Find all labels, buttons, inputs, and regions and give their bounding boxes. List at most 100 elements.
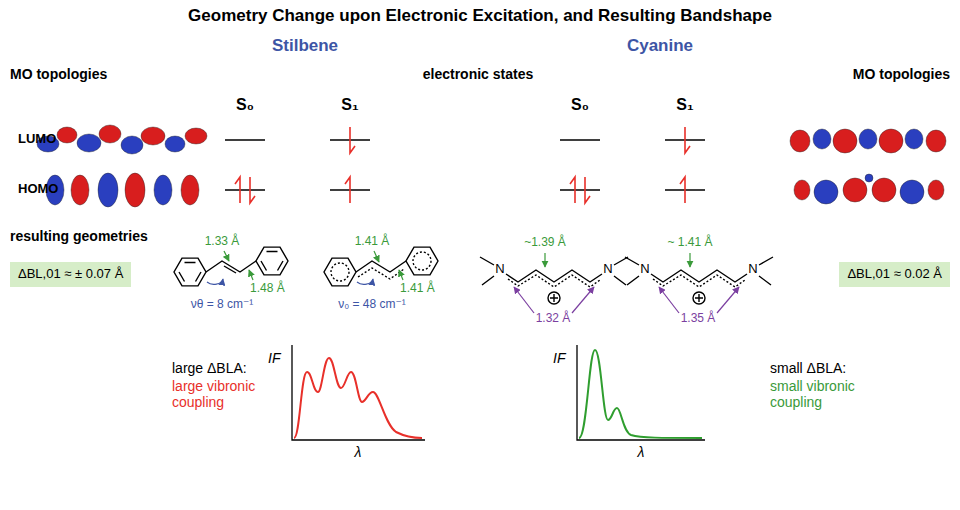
electron-spins xyxy=(570,177,590,203)
stilbene-molecule xyxy=(179,263,201,282)
mo-lobes xyxy=(926,130,946,152)
cyanine-molecule xyxy=(550,294,558,302)
stilbene-molecule xyxy=(358,268,404,279)
stilbene-molecule xyxy=(413,252,431,270)
mo-lobes xyxy=(99,125,121,143)
bond-leader xyxy=(572,287,594,313)
mo-lobes xyxy=(879,129,903,153)
stilbene-molecule xyxy=(406,247,438,275)
mo-lobes xyxy=(165,136,185,152)
bond-leader xyxy=(399,270,403,280)
bla-box: ΔBL,01 ≈ 0.02 Å xyxy=(839,262,950,287)
axis-label: λ xyxy=(638,444,645,460)
torsion-frequency: νθ = 8 cm⁻¹ xyxy=(191,298,254,312)
column-heading: Cyanine xyxy=(627,36,693,56)
mo-lobes xyxy=(185,128,207,144)
electron-spins xyxy=(235,177,255,203)
spectrum-axes xyxy=(577,345,705,440)
row-heading: MO topologies xyxy=(10,66,107,82)
cyanine-molecule xyxy=(506,270,602,282)
bond-length: ~1.39 Å xyxy=(524,236,566,250)
energy-levels xyxy=(225,140,705,190)
mo-lobes xyxy=(71,175,89,205)
bond-length: ~ 1.41 Å xyxy=(667,236,712,250)
atom-label: N xyxy=(495,262,504,277)
bond-leader xyxy=(374,251,379,262)
mo-lobes xyxy=(814,180,838,204)
mo-lobes xyxy=(905,129,923,149)
cyanine-molecule xyxy=(625,257,773,285)
cyanine-molecule xyxy=(508,275,600,287)
stilbene-molecule xyxy=(261,252,283,271)
bla-note: small ΔBLA: xyxy=(770,360,846,376)
bond-length: 1.41 Å xyxy=(355,235,390,249)
coupling-note: small vibronic coupling xyxy=(770,378,878,410)
bond-leader xyxy=(514,287,534,313)
mo-lobes xyxy=(37,125,207,207)
cyanine-molecule xyxy=(651,270,747,282)
mo-lobes xyxy=(121,136,143,154)
diagram-title: Geometry Change upon Electronic Excitati… xyxy=(188,6,772,26)
orbital-label: HOMO xyxy=(18,182,58,197)
axis-label: λ xyxy=(355,444,362,460)
bla-box: ΔBL,01 ≈ ± 0.07 Å xyxy=(10,262,131,287)
bond-leader xyxy=(545,253,690,267)
mo-lobes xyxy=(900,180,924,204)
bond-leader xyxy=(249,270,253,280)
atom-label: N xyxy=(748,262,757,277)
cyanine-molecule xyxy=(695,294,703,302)
column-heading: Stilbene xyxy=(272,36,338,56)
bond-leader xyxy=(659,287,679,313)
electron-spins xyxy=(345,127,355,203)
spectrum-axes xyxy=(292,345,425,440)
cyanine-molecule xyxy=(480,257,628,285)
axis-label: IF xyxy=(553,350,565,366)
electron-spins xyxy=(235,127,690,203)
orbital-label: LUMO xyxy=(18,132,56,147)
bond-leader xyxy=(717,287,739,313)
electron-spins xyxy=(680,127,690,203)
bond-leader xyxy=(224,251,229,261)
spectrum-curve xyxy=(579,350,702,438)
bond-length: 1.48 Å xyxy=(250,282,285,296)
bond-length: 1.33 Å xyxy=(205,235,240,249)
mo-lobes xyxy=(794,180,810,200)
stilbene-molecule xyxy=(174,258,206,286)
mo-lobes xyxy=(77,134,101,152)
mo-lobes xyxy=(865,174,873,182)
mo-lobes xyxy=(57,127,77,143)
row-heading: electronic states xyxy=(423,66,534,82)
bond-length: 1.41 Å xyxy=(400,282,435,296)
mo-lobes xyxy=(833,129,857,153)
mo-lobes xyxy=(141,127,165,145)
mo-lobes xyxy=(98,173,118,207)
row-heading: MO topologies xyxy=(853,66,950,82)
bond-leader xyxy=(224,251,403,280)
mo-lobes xyxy=(859,129,877,149)
cyanine-molecule xyxy=(653,275,745,287)
cyanine-molecule xyxy=(480,257,628,304)
torsion-arrow xyxy=(207,279,223,284)
stilbene-molecule xyxy=(224,266,236,273)
torsion-frequency: ν₀ = 48 cm⁻¹ xyxy=(338,298,406,312)
cyanine-molecule xyxy=(693,292,705,304)
mo-lobes xyxy=(928,180,944,200)
mo-lobes xyxy=(181,175,199,205)
state-label: S₁ xyxy=(676,96,693,114)
state-label: S₀ xyxy=(571,96,589,114)
spectrum-curve xyxy=(294,358,422,438)
atom-label: N xyxy=(640,262,649,277)
stilbene-molecule xyxy=(324,247,438,286)
spectrum-axes xyxy=(292,345,705,440)
torsion-arrow xyxy=(357,279,373,284)
torsion-arrow xyxy=(207,279,373,284)
stilbene-molecule xyxy=(324,258,356,286)
state-label: S₀ xyxy=(236,96,254,114)
bond-leader xyxy=(689,253,690,267)
bla-value: ΔBL,01 ≈ 0.02 Å xyxy=(847,267,942,282)
stilbene-molecule xyxy=(256,247,288,275)
mo-lobes xyxy=(154,175,172,205)
stilbene-molecule xyxy=(174,247,288,286)
bond-leader xyxy=(514,287,739,313)
mo-lobes xyxy=(843,178,867,202)
